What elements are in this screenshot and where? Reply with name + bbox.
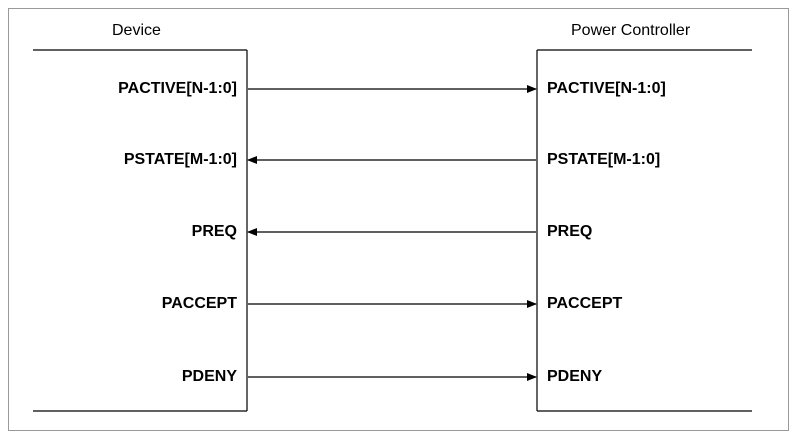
- device-signal-preq: PREQ: [191, 223, 237, 240]
- controller-signal-preq: PREQ: [547, 223, 593, 240]
- controller-signal-pstate: PSTATE[M-1:0]: [547, 151, 661, 168]
- device-title: Device: [112, 22, 161, 39]
- device-signal-pactive: PACTIVE[N-1:0]: [118, 80, 237, 97]
- controller-signal-pdeny: PDENY: [547, 368, 603, 385]
- power-controller-title: Power Controller: [571, 22, 691, 39]
- controller-signal-paccept: PACCEPT: [547, 295, 623, 312]
- power-controller-block: [536, 49, 752, 412]
- controller-signal-pactive: PACTIVE[N-1:0]: [547, 80, 666, 97]
- device-signal-pstate: PSTATE[M-1:0]: [123, 151, 237, 168]
- device-signal-pdeny: PDENY: [181, 368, 237, 385]
- figure-frame: [8, 8, 789, 431]
- device-signal-paccept: PACCEPT: [161, 295, 237, 312]
